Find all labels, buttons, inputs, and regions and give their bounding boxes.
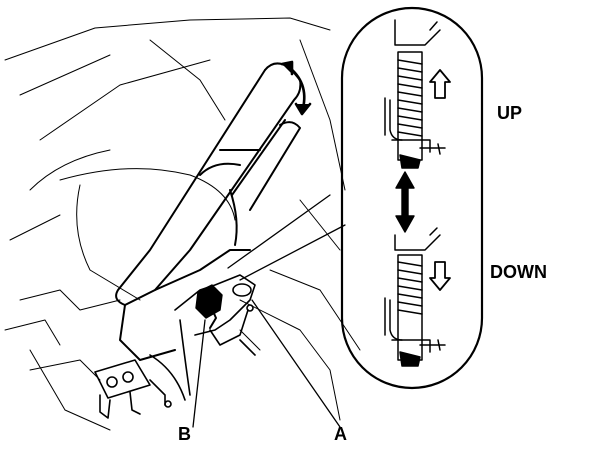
lever-motion-arrow-icon: [280, 60, 312, 116]
background-sketch: [4, 17, 361, 431]
adjuster-nut-icon: [195, 284, 223, 329]
label-a: A: [334, 424, 347, 444]
arrow-up-icon: [429, 69, 451, 99]
threaded-rod-lower-icon: [384, 227, 446, 367]
leader-lines: [192, 194, 346, 428]
threaded-rod-upper-icon: [384, 19, 446, 169]
double-arrow-icon: [395, 171, 415, 233]
label-up: UP: [497, 103, 523, 123]
arrow-down-icon: [429, 261, 451, 291]
detail-callout: [340, 6, 484, 390]
cable-bracket: [94, 319, 191, 419]
label-b: B: [178, 424, 191, 444]
label-down: DOWN: [490, 262, 547, 282]
